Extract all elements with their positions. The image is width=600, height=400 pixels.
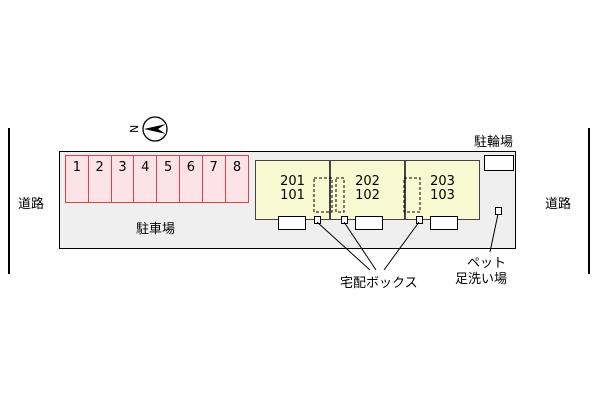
pet-wash-label-line1: ペット (467, 256, 507, 271)
left-road-line (8, 128, 10, 274)
delivery-box (314, 216, 321, 224)
pet-wash-box (495, 207, 502, 215)
right-road-label: 道路 (545, 197, 572, 212)
right-road-line (588, 128, 590, 274)
parking-label: 駐車場 (136, 222, 176, 237)
unit-lower-number: 101 (280, 188, 305, 203)
parking-space: 5 (157, 156, 180, 202)
left-road-label: 道路 (18, 197, 45, 212)
entrance-step (430, 216, 458, 230)
parking-space: 6 (180, 156, 203, 202)
parking-space: 2 (89, 156, 112, 202)
stairs-dashed (313, 177, 421, 213)
bicycle-parking-box (484, 155, 514, 171)
delivery-box (416, 216, 423, 224)
entrance-step (278, 216, 306, 230)
pet-wash-label-line2: 足洗い場 (455, 272, 508, 287)
unit-lower-number: 102 (355, 188, 380, 203)
building-unit-3: 203 103 (405, 160, 480, 220)
parking-spaces: 1 2 3 4 5 6 7 8 (65, 155, 250, 203)
unit-lower-number: 103 (430, 188, 455, 203)
delivery-box-label: 宅配ボックス (340, 276, 418, 291)
north-letter: N (128, 125, 141, 133)
parking-space: 1 (66, 156, 89, 202)
bicycle-parking-label: 駐輪場 (474, 135, 514, 150)
parking-space: 7 (203, 156, 226, 202)
compass-north-icon: N (128, 114, 172, 148)
unit-upper-number: 201 (280, 174, 305, 189)
building-unit-1: 201 101 (255, 160, 330, 220)
building-unit-2: 202 102 (330, 160, 405, 220)
parking-space: 4 (134, 156, 158, 202)
unit-upper-number: 202 (355, 174, 380, 189)
unit-upper-number: 203 (430, 174, 455, 189)
parking-space: 3 (112, 156, 135, 202)
entrance-step (355, 216, 383, 230)
parking-space: 8 (232, 160, 242, 175)
